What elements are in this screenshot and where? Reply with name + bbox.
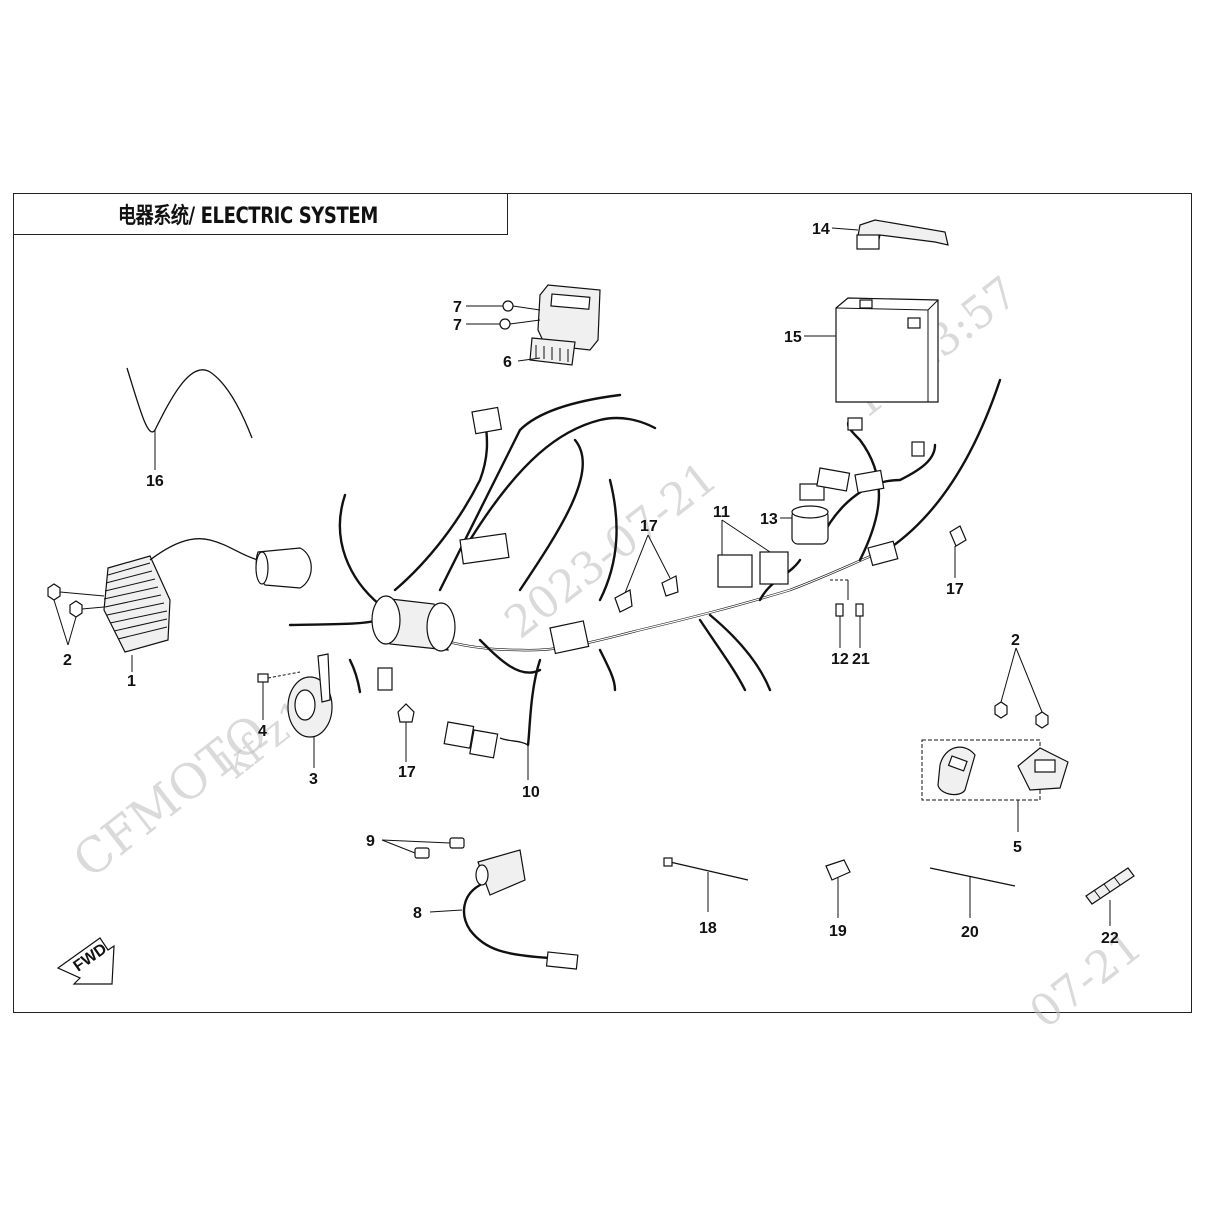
part-6-ecu [517, 284, 601, 366]
callout-17-right: 17 [946, 581, 964, 598]
diagram-frame [13, 193, 1192, 1013]
part-13-starter-relay [780, 505, 829, 545]
part-22-tape [1085, 867, 1135, 926]
part-11-relays [717, 519, 789, 588]
part-19-clip [825, 859, 851, 918]
watermark: CFMOTO kf-z1 2023-07-21 13:43:57 07-21 [63, 267, 1152, 1039]
callout-13: 13 [760, 511, 778, 528]
connector-block [816, 467, 851, 492]
callout-1: 1 [127, 673, 136, 690]
callout-11: 11 [713, 504, 730, 521]
connector-block [471, 406, 503, 435]
part-7-nuts [466, 300, 541, 330]
part-10-sensor-connector [443, 721, 529, 780]
callout-labels: 1 2 3 4 5 6 7 7 8 9 10 11 12 13 14 15 16… [63, 221, 1119, 947]
callout-2-right: 2 [1011, 632, 1020, 649]
callout-7-top: 7 [453, 299, 462, 316]
part-20-cable-tie [929, 867, 1016, 918]
callout-12: 12 [831, 651, 849, 668]
part-14-battery-strap [831, 219, 949, 250]
part-16-cable [126, 367, 253, 470]
part-15-battery [804, 297, 939, 403]
callout-14: 14 [812, 221, 830, 238]
callout-20: 20 [961, 924, 979, 941]
title-box [13, 193, 508, 235]
part-8-ignition-coil [429, 849, 579, 970]
callout-16: 16 [146, 473, 164, 490]
part-2-bolts-left [47, 583, 105, 646]
connector-block [911, 441, 925, 457]
callout-17-top: 17 [640, 518, 658, 535]
connector-block [854, 469, 885, 494]
callout-18: 18 [699, 920, 717, 937]
callout-4: 4 [258, 723, 267, 740]
callout-2-left: 2 [63, 652, 72, 669]
callout-21: 21 [852, 651, 870, 668]
horn-connector [377, 667, 393, 691]
callout-17-bottom: 17 [398, 764, 416, 781]
part-17-clips [397, 525, 967, 762]
connector-block [549, 620, 590, 655]
callout-7-bottom: 7 [453, 317, 462, 334]
watermark-edge: 07-21 [1020, 920, 1151, 1038]
callout-3: 3 [309, 771, 318, 788]
part-3-horn [287, 653, 393, 768]
callout-8: 8 [413, 905, 422, 922]
part-9-screws [381, 837, 465, 859]
callout-5: 5 [1013, 839, 1022, 856]
connector-block [799, 483, 825, 501]
part-18-cable-tie [663, 857, 749, 912]
part-4-screw [257, 671, 301, 720]
callout-9: 9 [366, 833, 375, 850]
part-2-bolts-right [994, 647, 1049, 729]
part-1-voltage-regulator [103, 538, 312, 672]
callout-19: 19 [829, 923, 847, 940]
fwd-arrow-icon: FWD [56, 937, 115, 985]
callout-6: 6 [503, 354, 512, 371]
callout-22: 22 [1101, 930, 1119, 947]
callout-10: 10 [522, 784, 540, 801]
callout-15: 15 [784, 329, 802, 346]
connector-block [847, 417, 863, 431]
connector-block [867, 540, 899, 567]
diagram-title: 电器系统/ ELECTRIC SYSTEM [118, 204, 378, 229]
connector-block [459, 532, 510, 565]
main-wire-harness [288, 378, 1002, 747]
part-5-remote-kit [921, 739, 1069, 832]
part-12-21-fuses [830, 579, 864, 648]
